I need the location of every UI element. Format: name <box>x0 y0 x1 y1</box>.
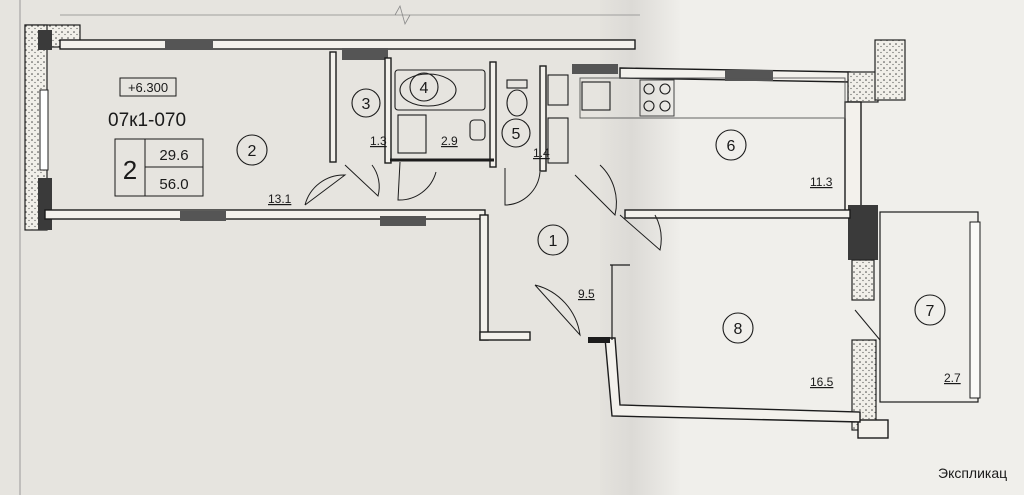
wall-corner-top-right <box>847 71 879 103</box>
room-6-area: 11.3 <box>810 175 833 189</box>
wall-right-upper <box>844 101 862 213</box>
room-2-number: 2 <box>248 143 257 160</box>
wall-room-3-left <box>329 51 337 163</box>
room-7-area: 2.7 <box>944 371 961 385</box>
room-marker-6: 6 <box>715 129 747 161</box>
toilet-tank <box>506 79 528 89</box>
room-5-area: 1.4 <box>533 146 550 160</box>
room-marker-5: 5 <box>501 118 531 148</box>
room-8-number: 8 <box>734 321 743 338</box>
living-area: 29.6 <box>159 147 188 164</box>
kitchen-sink <box>581 81 611 111</box>
room-2-area: 13.1 <box>268 192 292 206</box>
room-3-number: 3 <box>362 96 371 113</box>
stove-burner-2 <box>659 83 671 95</box>
total-area: 56.0 <box>159 176 188 193</box>
room-8-area: 16.5 <box>810 375 834 389</box>
wall-corner-upper-right <box>874 39 906 101</box>
door-room-4 <box>397 161 437 201</box>
door-room-8 <box>619 214 662 251</box>
wall-room-8-bottom <box>604 337 861 423</box>
wall-top-left <box>59 39 636 50</box>
room-7-number: 7 <box>926 303 935 320</box>
window-top-1 <box>165 40 213 50</box>
window-bottom-2 <box>380 216 426 226</box>
elevation-box <box>119 77 177 97</box>
wall-niche-left <box>479 214 489 341</box>
window-top-3 <box>572 64 618 74</box>
entrance-door <box>534 284 581 337</box>
utility-shaft <box>547 117 569 164</box>
stove-burner-1 <box>643 83 655 95</box>
room-3-area: 1.3 <box>370 134 387 148</box>
break-mark <box>394 4 411 26</box>
room-5-number: 5 <box>512 126 521 143</box>
room-1-number: 1 <box>549 233 558 250</box>
unit-code: 07к1-070 <box>108 110 186 131</box>
room-6-number: 6 <box>727 138 736 155</box>
window-top-2 <box>342 48 388 60</box>
room-marker-4: 4 <box>409 72 439 102</box>
wall-niche-bottom <box>479 331 531 341</box>
room-marker-3: 3 <box>351 88 381 118</box>
wall-room-3-right <box>384 57 392 164</box>
wall-right-mid <box>851 259 875 301</box>
room-4-area: 2.9 <box>441 134 458 148</box>
wall-column-right <box>848 205 878 260</box>
stove-burner-3 <box>643 100 655 112</box>
toilet-bowl <box>506 89 528 117</box>
wall-room-5-right <box>539 65 547 172</box>
rooms-count: 2 <box>123 155 137 185</box>
elevation-label: +6.300 <box>128 80 168 95</box>
room-marker-8: 8 <box>722 312 754 344</box>
balcony-door <box>854 309 881 341</box>
window-bottom-1 <box>180 211 226 221</box>
kitchen-stove <box>639 79 675 117</box>
wall-6-8-divider <box>624 209 851 219</box>
room-marker-2: 2 <box>236 134 268 166</box>
wall-corner-bottom-right <box>857 419 889 439</box>
wall-column-top-left <box>38 30 52 50</box>
balcony-rail <box>969 221 981 399</box>
door-room-3 <box>344 164 380 197</box>
wall-room-4-right <box>489 61 497 168</box>
window-top-4 <box>725 70 773 81</box>
door-room-6 <box>574 164 617 216</box>
room-marker-1: 1 <box>537 224 569 256</box>
room-4-number: 4 <box>420 80 429 97</box>
room-marker-7: 7 <box>914 294 946 326</box>
window-left <box>39 89 49 171</box>
explication-heading: Экспликац <box>938 465 1007 481</box>
bathtub <box>394 69 486 111</box>
sink <box>469 119 486 141</box>
door-room-5 <box>504 168 541 206</box>
door-room-2 <box>304 174 347 206</box>
kitchen-counter <box>579 77 846 119</box>
stove-burner-4 <box>659 100 671 112</box>
washing-machine <box>397 114 427 154</box>
ventilation-shaft <box>547 74 569 106</box>
room-1-area: 9.5 <box>578 287 595 301</box>
wall-column-left <box>38 178 52 230</box>
